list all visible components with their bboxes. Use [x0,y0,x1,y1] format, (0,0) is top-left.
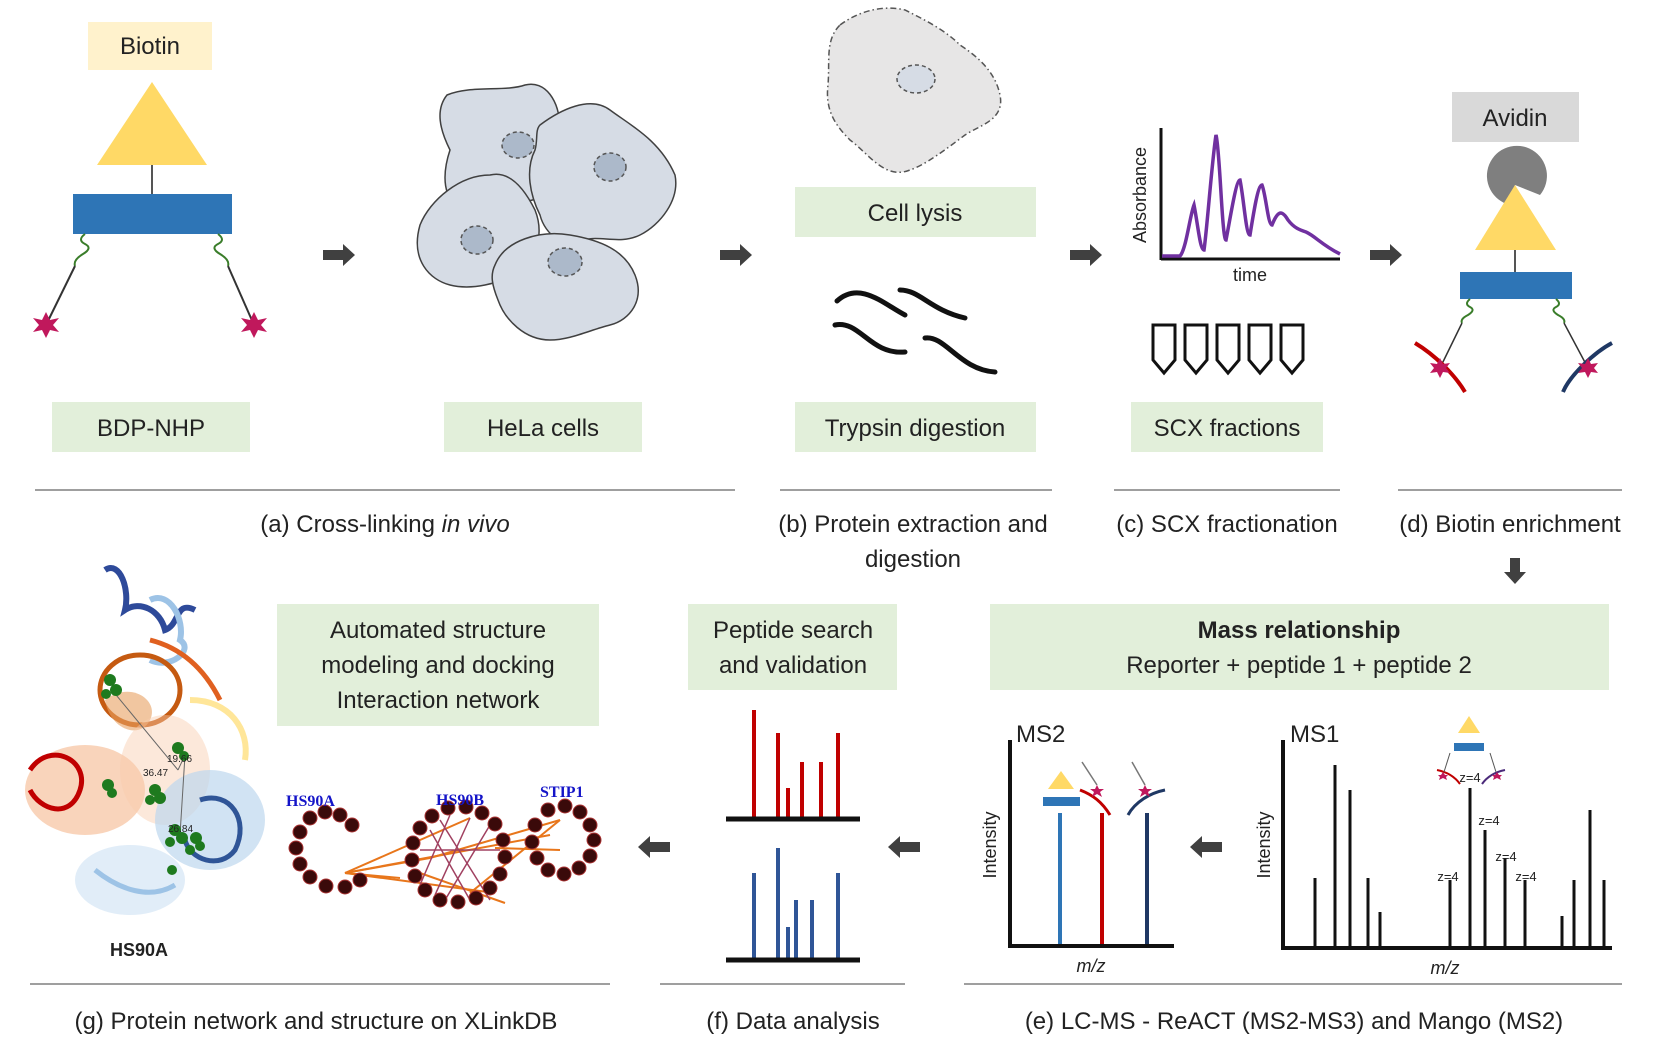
time-label: time [1233,265,1267,285]
distance-label: 36.47 [143,768,168,779]
scx-box [1131,402,1323,452]
mass-sub: Reporter + peptide 1 + peptide 2 [1126,652,1472,679]
z4-label: z=4 [1515,869,1536,884]
arrow-icon [1370,244,1402,266]
distance-label: 26.84 [168,824,193,835]
network-label-hs90b: HS90B [436,792,484,809]
star-icon [241,312,267,338]
distance-label: 19.66 [167,754,192,765]
peptide-box [688,604,897,690]
trypsin-label: Trypsin digestion [825,415,1006,442]
z4-label: z=4 [1459,770,1480,785]
structure-label: HS90A [110,940,168,960]
star-icon [1578,358,1598,378]
caption-b-line2: digestion [865,546,961,573]
fraction-tubes-icon [1151,323,1305,376]
intensity-label: Intensity [1254,811,1274,878]
z4-label: z=4 [1495,849,1516,864]
biotin-triangle-icon [97,82,207,165]
avidin-box [1452,92,1579,142]
caption-a: (a) Cross-linking in vivo [260,511,509,538]
caption-b-line1: (b) Protein extraction and [778,511,1047,538]
peptide-line1: Peptide search [713,617,873,644]
caption-f: (f) Data analysis [706,1008,879,1035]
caption-c: (c) SCX fractionation [1116,511,1337,538]
network-label-hs90a: HS90A [286,793,335,810]
panel-b: Cell lysis Trypsin digestion (b) Protein… [778,7,1052,573]
interaction-network: HS90A HS90B STIP1 [286,784,602,910]
bdp-box [52,402,250,452]
peptides-icon [832,287,998,375]
mass-box [990,604,1609,690]
arrow-left-icon [638,836,670,858]
arrow-icon [1070,244,1102,266]
lysis-label: Cell lysis [868,200,963,227]
peptide-line2: and validation [719,652,867,679]
biotin-box [88,22,212,70]
ms1-peaks [1313,765,1606,946]
auto-box [277,604,599,726]
avidin-label: Avidin [1483,105,1548,132]
absorbance-label: Absorbance [1130,147,1150,243]
network-nodes [288,798,602,910]
red-spectrum [752,710,840,818]
arrow-down-icon [1504,558,1526,584]
biotin-triangle-icon [1475,185,1556,250]
panel-d: Avidin (d) Biotin enrichment [1398,92,1622,584]
panel-e: Mass relationship Reporter + peptide 1 +… [964,604,1622,1035]
hela-label: HeLa cells [487,415,599,442]
star-icon [33,312,59,338]
star-icon [1430,358,1450,378]
caption-e: (e) LC-MS - ReACT (MS2-MS3) and Mango (M… [1025,1008,1563,1035]
trypsin-box [795,402,1036,452]
network-label-stip1: STIP1 [540,784,584,801]
caption-d: (d) Biotin enrichment [1399,511,1621,538]
linker-rect [73,194,232,234]
auto-line2: modeling and docking [321,652,555,679]
arrow-left-icon [1190,836,1222,858]
panel-f: Peptide search and validation (f) Data a… [660,604,905,1035]
arrow-left-icon [888,836,920,858]
mass-title: Mass relationship [1198,617,1401,644]
auto-line3: Interaction network [337,687,541,714]
protein-structure-image: 36.47 19.66 26.84 [25,565,265,915]
hela-cells-icon [416,83,677,341]
caption-g: (g) Protein network and structure on XLi… [75,1008,558,1035]
intensity-label: Intensity [980,811,1000,878]
linker-rect [1460,272,1572,299]
ms1-label: MS1 [1290,721,1339,748]
auto-line1: Automated structure [330,617,546,644]
z4-label: z=4 [1478,813,1499,828]
panel-c: Absorbance time SCX fractions (c) SCX fr… [1114,128,1341,538]
panel-g: Automated structure modeling and docking… [25,565,610,1035]
avidin-icon [1486,145,1547,205]
mz-label: m/z [1077,956,1106,976]
ms2-label: MS2 [1016,721,1065,748]
panel-a: Biotin BDP-NHP HeLa cells (a) Cross-link… [33,22,735,538]
hela-box [444,402,642,452]
arrow-icon [323,244,355,266]
lysis-box [795,187,1036,237]
biotin-label: Biotin [120,33,180,60]
chromatogram-trace [1162,134,1341,258]
z4-label: z=4 [1437,869,1458,884]
arrow-icon [720,244,752,266]
scx-label: SCX fractions [1154,415,1301,442]
mz-label: m/z [1431,958,1460,978]
bdp-label: BDP-NHP [97,415,205,442]
blue-spectrum [752,848,840,958]
